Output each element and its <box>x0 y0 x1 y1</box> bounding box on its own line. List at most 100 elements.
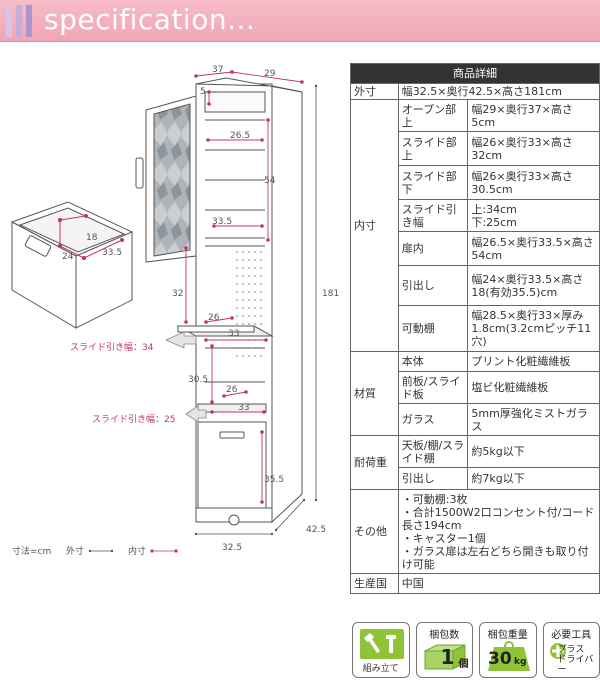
spec-value: 上:34cm 下:25cm <box>467 199 600 232</box>
spec-row-inner: 引出し 幅24×奥行33.5×高さ18(有効35.5)cm <box>351 265 600 306</box>
dim-33-lower: 33 <box>238 403 249 413</box>
box-icon <box>424 644 465 670</box>
spec-row-material: 材質 本体 プリント化粧繊維板 <box>350 351 600 436</box>
spec-sub-label: 前板/スライド板 <box>397 371 469 404</box>
spec-value: 幅28.5×奥行33×厚み1.8cm(3.2cmピッチ11穴) <box>467 305 600 352</box>
dim-42-5: 42.5 <box>306 525 326 535</box>
spec-label: 耐荷重 <box>350 435 399 490</box>
banner-title: specification... <box>44 3 256 36</box>
spec-row-inner: 内寸 オープン部上 幅29×奥行37×高さ5cm <box>350 99 600 352</box>
dim-181: 181 <box>322 289 339 299</box>
spec-row-material: ガラス 5mm厚強化ミストガラス <box>351 403 600 436</box>
dim-26-5: 26.5 <box>230 131 250 141</box>
spec-row-outer: 外寸 幅32.5×奥行42.5×高さ181cm <box>350 83 600 100</box>
spec-sub-label: スライド部下 <box>397 165 469 200</box>
banner-bar <box>26 5 32 37</box>
dim-drawer-18: 18 <box>86 233 98 243</box>
slide-width-25: スライド引き幅：25 <box>92 413 175 425</box>
spec-row-other: その他 ・可動棚:3枚 ・合計1500W2口コンセント付/コード長さ194cm … <box>350 489 600 574</box>
dim-35-5: 35.5 <box>264 475 284 485</box>
spec-sub-label: スライド部上 <box>397 131 469 166</box>
weight-icon <box>488 641 530 671</box>
spec-value: 幅32.5×奥行42.5×高さ181cm <box>397 83 600 100</box>
dim-drawer-33-5: 33.5 <box>102 248 122 258</box>
banner-bars <box>6 5 32 37</box>
spec-banner: specification... <box>0 0 600 42</box>
spec-sub-label: オープン部上 <box>397 99 469 132</box>
dim-30-5: 30.5 <box>188 375 208 385</box>
package-weight-label: 梱包重量 <box>487 630 528 641</box>
spec-value: 5mm厚強化ミストガラス <box>467 403 600 436</box>
required-tools-badge: 必要工具 プラス ドライバー <box>542 622 600 678</box>
spec-row-load: 引出し 約7kg以下 <box>351 467 600 490</box>
spec-sub-label: ガラス <box>397 403 469 436</box>
spec-value: 約7kg以下 <box>467 467 600 490</box>
glass-door <box>135 95 197 263</box>
spec-value: 約5kg以下 <box>467 435 600 468</box>
dimension-legend: 寸法=cm 外寸 内寸 <box>12 545 178 557</box>
slide-width-34: スライド引き幅：34 <box>70 341 154 353</box>
slide-arrows <box>165 331 207 423</box>
spec-label: 材質 <box>350 351 399 436</box>
spec-value: 幅26×奥行33×高さ32cm <box>467 131 600 166</box>
tools-icon <box>360 629 404 659</box>
required-tools-label: 必要工具 <box>551 630 592 641</box>
spec-label: 生産国 <box>350 573 399 594</box>
spec-row-material: 前板/スライド板 塩ビ化粧繊維板 <box>351 371 600 404</box>
spec-sub-label: 引出し <box>397 265 469 306</box>
dim-26-lower: 26 <box>226 385 238 395</box>
spec-value: 塩ビ化粧繊維板 <box>467 371 600 404</box>
dim-drawer-24: 24 <box>62 252 74 262</box>
dim-54: 54 <box>264 176 276 186</box>
spec-sub-label: 引出し <box>397 467 469 490</box>
spec-value: 中国 <box>397 573 600 594</box>
spec-table-header: 商品詳細 <box>350 63 600 84</box>
package-weight-badge: 梱包重量 30 kg <box>479 622 537 678</box>
dim-33-5: 33.5 <box>212 217 232 227</box>
spec-sub-label: 可動棚 <box>397 305 469 352</box>
package-count-label: 梱包数 <box>429 630 460 641</box>
spec-sub-label: 天板/棚/スライド棚 <box>397 435 469 468</box>
assembly-label: 組み立て <box>362 664 399 674</box>
spec-value: 幅24×奥行33.5×高さ18(有効35.5)cm <box>467 265 600 306</box>
spec-row-inner: 扉内 幅26.5×奥行33.5×高さ54cm <box>351 231 600 266</box>
spec-value: 幅26.5×奥行33.5×高さ54cm <box>467 231 600 266</box>
legend-unit: 寸法=cm <box>12 545 51 557</box>
dim-29: 29 <box>264 69 276 79</box>
spec-value: ・可動棚:3枚 ・合計1500W2口コンセント付/コード長さ194cm ・キャス… <box>397 489 600 574</box>
banner-bar <box>6 5 12 37</box>
spec-row-load: 耐荷重 天板/棚/スライド棚 約5kg以下 <box>350 435 600 490</box>
spec-value: 幅26×奥行33×高さ30.5cm <box>467 165 600 200</box>
dim-32: 32 <box>172 289 183 299</box>
dimension-lines <box>184 70 304 504</box>
package-count-badge: 梱包数 1 個 <box>415 622 473 678</box>
spec-row-origin: 生産国 中国 <box>350 573 600 594</box>
spec-sub-label: 扉内 <box>397 231 469 266</box>
spec-sub-label: スライド引き幅 <box>397 199 469 232</box>
cabinet-body <box>176 77 303 526</box>
feature-icons: 組み立て 梱包数 1 個 梱包重量 30 kg 必要工具 プラス ドライバー <box>352 622 600 678</box>
package-count-value: 1 <box>440 645 455 669</box>
required-tools-value: プラス ドライバー <box>557 645 594 675</box>
dim-32-5: 32.5 <box>222 543 242 553</box>
spec-value: 幅29×奥行37×高さ5cm <box>467 99 600 132</box>
dim-33-upper: 33 <box>228 329 239 339</box>
dim-37: 37 <box>212 65 223 75</box>
spec-label: 内寸 <box>350 99 399 352</box>
spec-label: その他 <box>350 489 399 574</box>
legend-outer: 外寸 <box>66 545 84 557</box>
cabinet-diagram: 18 24 33.5 <box>10 65 339 557</box>
plus-screwdriver-icon <box>549 643 566 659</box>
spec-sub-label: 本体 <box>397 351 469 372</box>
spec-row-inner: 可動棚 幅28.5×奥行33×厚み1.8cm(3.2cmピッチ11穴) <box>351 305 600 352</box>
assembly-badge: 組み立て <box>352 622 410 678</box>
spec-table: 商品詳細 外寸 幅32.5×奥行42.5×高さ181cm 内寸 オープン部上 幅… <box>350 63 600 594</box>
package-weight-unit: kg <box>514 657 527 667</box>
drawer-illustration <box>10 201 134 329</box>
banner-bar <box>16 5 22 37</box>
package-weight-value: 30 <box>488 649 512 669</box>
package-count-unit: 個 <box>458 659 469 670</box>
spec-row-inner: スライド引き幅 上:34cm 下:25cm <box>351 199 600 232</box>
dim-5: 5 <box>200 87 206 97</box>
spec-label: 外寸 <box>350 83 399 100</box>
